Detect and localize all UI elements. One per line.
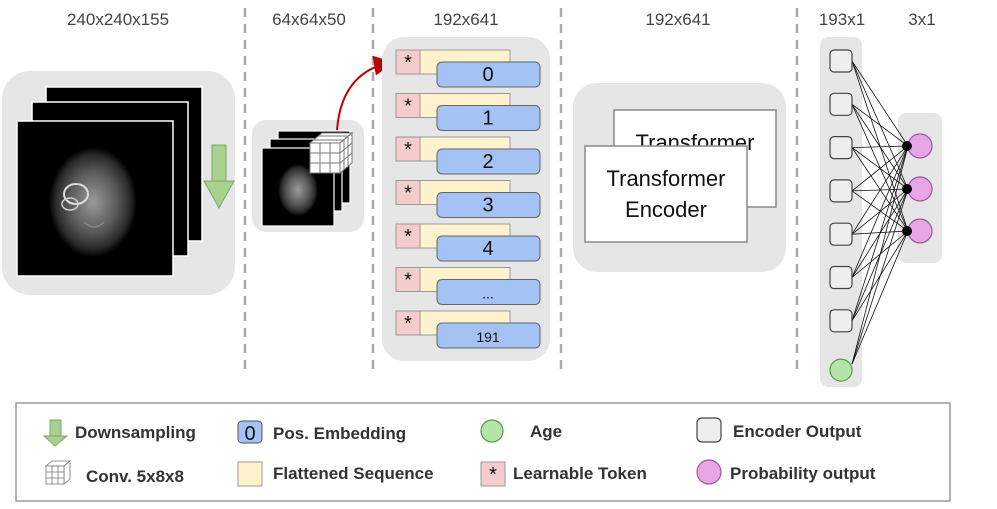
node-connection — [851, 145, 909, 148]
stage-separators — [243, 8, 799, 375]
node-connection — [851, 188, 909, 365]
position-embedding-block — [436, 105, 541, 131]
position-embedding-label: 3 — [482, 195, 493, 217]
position-embedding-block — [436, 279, 541, 305]
age-node — [829, 358, 853, 382]
legend-pos-embedding-icon-text: 0 — [244, 423, 255, 445]
token-row: * 191 — [395, 310, 541, 349]
grid-cube-icon — [308, 131, 354, 175]
node-connection — [851, 145, 909, 192]
token-row: *3 — [395, 180, 541, 218]
token-sequence-panel: *0*1*2*3*4*...*191 — [382, 37, 550, 361]
input-volume-panel — [2, 71, 235, 295]
legend-conv-icon — [44, 460, 72, 485]
token-row: *2 — [395, 136, 541, 175]
learnable-token-star: * — [404, 183, 412, 205]
learnable-token-star: * — [404, 270, 412, 292]
legend-age-icon — [480, 419, 504, 443]
legend-pos-embedding-label: Pos. Embedding — [273, 424, 406, 443]
position-embedding-block — [436, 235, 541, 262]
transformer-encoder-box — [584, 145, 748, 243]
legend-flattened-label: Flattened Sequence — [273, 464, 434, 483]
node-connection — [851, 145, 909, 365]
legend-age-label: Age — [530, 422, 562, 441]
brain-scan-image — [49, 147, 137, 257]
legend-downsampling-label: Downsampling — [75, 423, 196, 442]
brain-scan-small — [278, 164, 318, 216]
token-row: *... — [395, 267, 541, 305]
learnable-token-star: * — [404, 52, 412, 74]
encoder-output-node — [829, 92, 853, 116]
legend-learnable-icon — [480, 461, 506, 487]
learnable-token — [395, 223, 421, 249]
header-input-size: 240x240x155 — [67, 10, 169, 29]
legend-flattened-icon — [237, 461, 263, 487]
legend-conv-label: Conv. 5x8x8 — [86, 467, 184, 486]
header-probability-size: 3x1 — [908, 10, 935, 29]
token-row: *1 — [395, 93, 541, 131]
position-embedding-label: 4 — [482, 238, 493, 260]
encoder-output-node — [829, 309, 853, 333]
learnable-token-star: * — [404, 139, 412, 161]
node-connection — [851, 103, 909, 147]
node-connection — [851, 60, 909, 147]
token-row: *0 — [395, 49, 541, 88]
learnable-token-star: * — [404, 226, 412, 248]
header-sequence-size: 192x641 — [433, 10, 498, 29]
legend-learnable-label: Learnable Token — [513, 464, 647, 483]
position-embedding-label: 2 — [482, 151, 493, 173]
transformer-panel: Transformer Transformer Encoder — [573, 83, 786, 272]
node-connection — [851, 230, 909, 365]
legend-learnable-icon-text: * — [489, 464, 497, 486]
output-layer-panel — [820, 37, 942, 387]
encoder-output-node — [829, 265, 853, 290]
token-row: *4 — [395, 223, 541, 262]
learnable-token — [395, 180, 421, 205]
legend-encoder-output-label: Encoder Output — [733, 422, 862, 441]
flatten-arrow — [336, 55, 394, 131]
learnable-token — [395, 93, 421, 118]
header-transformer-size: 192x641 — [645, 10, 710, 29]
header-downsampled-size: 64x64x50 — [272, 10, 346, 29]
encoder-output-node — [829, 136, 853, 160]
legend-encoder-output-icon — [696, 417, 722, 443]
down-arrow-icon — [203, 144, 235, 210]
downsampled-volume-panel — [252, 55, 394, 232]
transformer-encoder-label-line1: Transformer — [607, 166, 726, 191]
node-connection — [851, 145, 909, 235]
node-connection — [851, 145, 909, 278]
position-embedding-block — [436, 322, 541, 349]
learnable-token-star: * — [404, 313, 412, 335]
legend-downsampling-icon — [42, 419, 69, 447]
position-embedding-label: 191 — [476, 329, 500, 345]
header-encoder-output-size: 193x1 — [819, 10, 865, 29]
legend: Downsampling 0 Pos. Embedding Age Encode… — [15, 402, 951, 502]
learnable-token — [395, 267, 421, 292]
encoder-output-node — [829, 222, 853, 246]
learnable-token-star: * — [404, 96, 412, 118]
legend-pos-embedding-icon — [237, 420, 263, 444]
encoder-output-node — [829, 179, 853, 203]
position-embedding-block — [436, 61, 541, 88]
node-connection — [851, 145, 909, 321]
position-embedding-block — [436, 148, 541, 175]
transformer-encoder-label-line2: Encoder — [625, 197, 707, 222]
position-embedding-label: 1 — [482, 108, 493, 130]
learnable-token — [395, 49, 421, 75]
position-embedding-label: ... — [482, 286, 494, 302]
legend-probability-label: Probability output — [730, 464, 876, 483]
connection-junction — [902, 184, 912, 194]
legend-probability-icon — [696, 459, 722, 485]
encoder-output-node — [829, 49, 853, 73]
learnable-token — [395, 136, 421, 162]
position-embedding-label: 0 — [482, 64, 493, 86]
position-embedding-block — [436, 192, 541, 218]
connection-junction — [902, 226, 912, 236]
node-connection — [851, 104, 909, 232]
learnable-token — [395, 310, 421, 336]
connection-junction — [902, 141, 912, 151]
